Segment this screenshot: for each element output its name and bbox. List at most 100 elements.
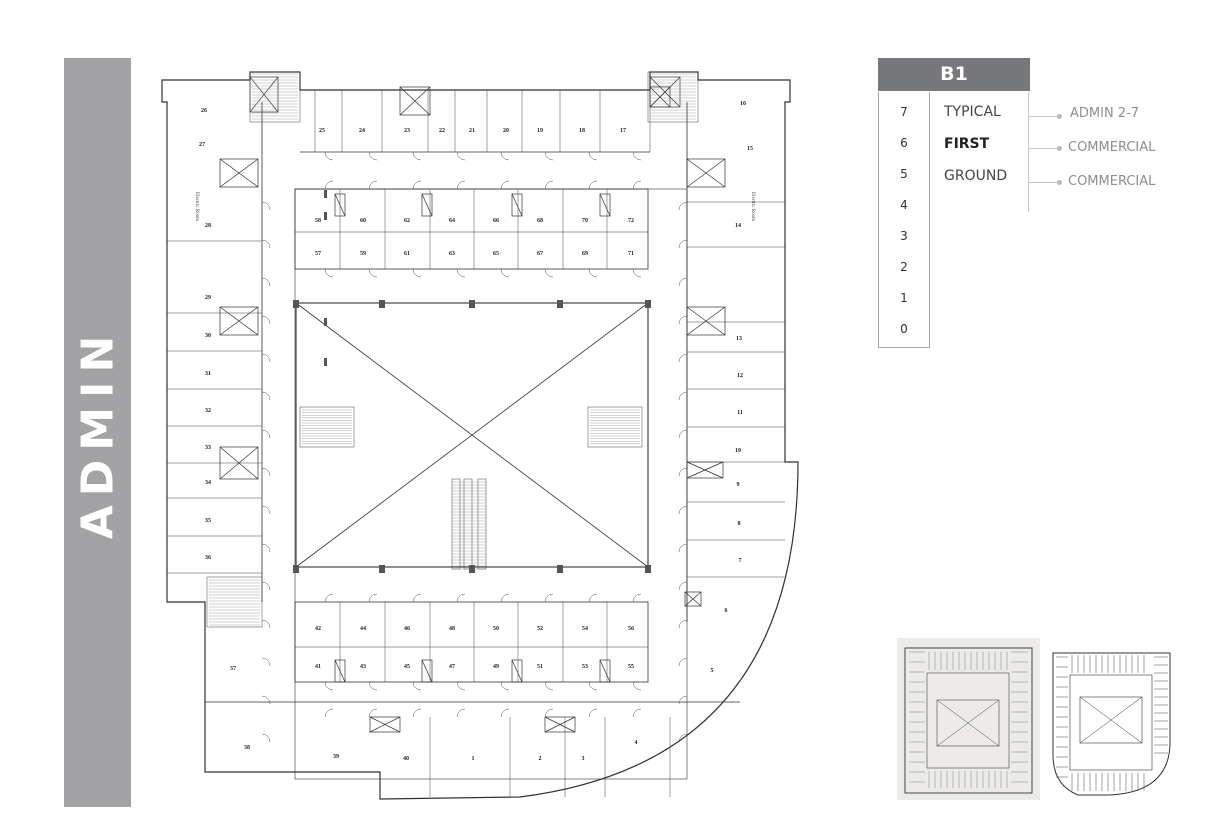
level-header: B1 xyxy=(878,58,1030,91)
lift-box xyxy=(686,306,726,336)
floor-plan-thumbnail-2[interactable] xyxy=(1048,645,1176,797)
unit-50: 50 xyxy=(493,626,499,632)
side-banner-title: ADMIN xyxy=(72,326,123,539)
shaft-box xyxy=(334,659,346,683)
unit-26: 26 xyxy=(201,108,207,114)
unit-39: 39 xyxy=(333,754,339,760)
door-arc xyxy=(678,657,688,667)
shaft-box xyxy=(334,193,346,217)
door-arc xyxy=(588,681,598,691)
door-arc xyxy=(368,708,378,718)
unit-42: 42 xyxy=(315,626,321,632)
unit-37: 37 xyxy=(230,666,236,672)
door-arc xyxy=(261,239,271,249)
door-arc xyxy=(368,151,378,161)
unit-12: 12 xyxy=(737,373,743,379)
door-arc xyxy=(412,268,422,278)
door-arc xyxy=(500,681,510,691)
level-6[interactable]: 6 xyxy=(900,136,908,150)
electric-room-label: Electric Room xyxy=(194,192,199,221)
unit-23: 23 xyxy=(404,128,410,134)
unit-60: 60 xyxy=(360,218,366,224)
level-2[interactable]: 2 xyxy=(900,260,908,274)
door-arc xyxy=(632,151,642,161)
column xyxy=(557,300,563,308)
unit-61: 61 xyxy=(404,251,410,257)
unit-25: 25 xyxy=(319,128,325,134)
usage-connector xyxy=(1029,148,1061,149)
unit-2: 2 xyxy=(539,756,542,762)
unit-3: 3 xyxy=(582,756,585,762)
usage-admin: ADMIN 2-7 xyxy=(1070,106,1140,121)
door-arc xyxy=(678,239,688,249)
level-0[interactable]: 0 xyxy=(900,322,908,336)
unit-31: 31 xyxy=(205,371,211,377)
lift-box xyxy=(686,461,724,479)
door-arc xyxy=(324,268,334,278)
door-arc xyxy=(261,543,271,553)
column xyxy=(469,300,475,308)
column xyxy=(645,300,651,308)
door-arc xyxy=(412,681,422,691)
door-arc xyxy=(456,268,466,278)
door-arc xyxy=(678,429,688,439)
door-arc xyxy=(456,708,466,718)
lift-cross xyxy=(219,306,259,336)
door-arc xyxy=(500,180,510,190)
door-arc xyxy=(456,681,466,691)
door-arc xyxy=(324,151,334,161)
door-arc xyxy=(261,657,271,667)
unit-54: 54 xyxy=(582,626,588,632)
door-arc xyxy=(261,277,271,287)
column xyxy=(324,358,327,366)
lift-cross xyxy=(219,158,259,188)
door-arc xyxy=(368,180,378,190)
unit-36: 36 xyxy=(205,555,211,561)
unit-67: 67 xyxy=(537,251,543,257)
unit-68: 68 xyxy=(537,218,543,224)
door-arc xyxy=(261,353,271,363)
floor-ground[interactable]: GROUND xyxy=(944,168,1008,184)
unit-71: 71 xyxy=(628,251,634,257)
door-arc xyxy=(588,593,598,603)
level-7[interactable]: 7 xyxy=(900,105,908,119)
unit-33: 33 xyxy=(205,445,211,451)
level-1[interactable]: 1 xyxy=(900,291,908,305)
side-banner: ADMIN xyxy=(64,58,131,807)
shaft-cross xyxy=(599,659,611,683)
door-arc xyxy=(261,733,271,743)
lift-cross xyxy=(399,86,431,116)
unit-18: 18 xyxy=(579,128,585,134)
unit-38: 38 xyxy=(244,745,250,751)
level-5[interactable]: 5 xyxy=(900,167,908,181)
unit-20: 20 xyxy=(503,128,509,134)
unit-1: 1 xyxy=(472,756,475,762)
door-arc xyxy=(261,429,271,439)
column xyxy=(645,565,651,573)
floor-first[interactable]: FIRST xyxy=(944,136,990,152)
door-arc xyxy=(261,695,271,705)
shaft-box xyxy=(599,193,611,217)
unit-70: 70 xyxy=(582,218,588,224)
shaft-box xyxy=(511,193,523,217)
usage-dot xyxy=(1057,114,1062,119)
column xyxy=(293,565,299,573)
column xyxy=(324,212,327,220)
unit-15: 15 xyxy=(747,146,753,152)
door-arc xyxy=(678,391,688,401)
floor-typical[interactable]: TYPICAL xyxy=(944,104,1001,120)
door-arc xyxy=(261,391,271,401)
unit-58: 58 xyxy=(315,218,321,224)
unit-55: 55 xyxy=(628,664,634,670)
unit-6: 6 xyxy=(725,608,728,614)
unit-40: 40 xyxy=(403,756,409,762)
unit-21: 21 xyxy=(469,128,475,134)
floor-plan-thumbnail-1[interactable] xyxy=(897,638,1040,800)
door-arc xyxy=(456,151,466,161)
column xyxy=(293,300,299,308)
level-3[interactable]: 3 xyxy=(900,229,908,243)
door-arc xyxy=(544,708,554,718)
door-arc xyxy=(588,708,598,718)
level-4[interactable]: 4 xyxy=(900,198,908,212)
door-arc xyxy=(261,315,271,325)
